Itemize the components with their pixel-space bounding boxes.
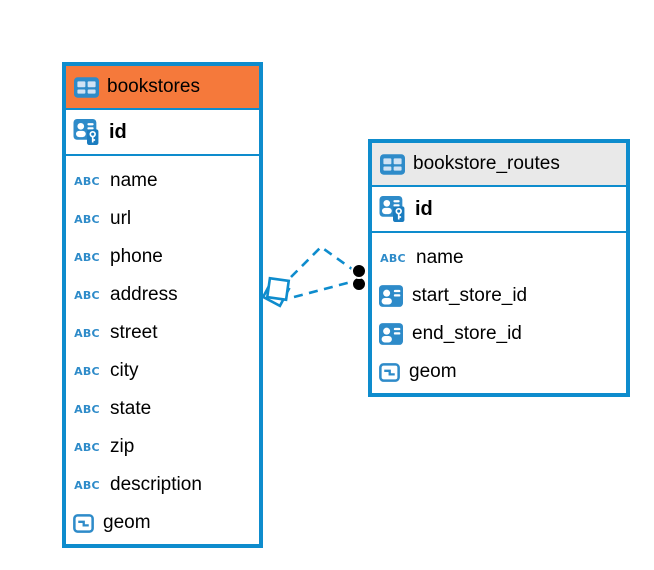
table-name: bookstores <box>107 76 200 97</box>
relationship-link-upper[interactable] <box>290 245 353 278</box>
relationship-dot-marker[interactable] <box>351 263 367 292</box>
column-name: phone <box>110 246 163 267</box>
table-card-bookstore-routes[interactable]: bookstore_routes id ABC name start_store… <box>368 139 630 397</box>
table-card-bookstores[interactable]: bookstores id ABC name ABC url ABC phone… <box>62 62 263 548</box>
column-name: name <box>110 170 158 191</box>
column-row[interactable]: end_store_id <box>372 315 626 353</box>
text-type-icon: ABC <box>74 402 100 416</box>
primary-key-icon <box>379 196 407 223</box>
text-type-icon: ABC <box>74 174 100 188</box>
column-row-id[interactable]: id <box>372 187 626 233</box>
column-name: address <box>110 284 178 305</box>
column-row[interactable]: ABC url <box>66 200 259 238</box>
relationship-diamond-marker[interactable] <box>261 276 291 308</box>
column-name: zip <box>110 436 135 457</box>
geometry-type-icon <box>73 514 94 533</box>
column-name: url <box>110 208 132 229</box>
column-list: ABC name ABC url ABC phone ABC address A… <box>66 156 259 542</box>
column-name: street <box>110 322 158 343</box>
column-row[interactable]: start_store_id <box>372 277 626 315</box>
column-row[interactable]: ABC street <box>66 314 259 352</box>
column-row[interactable]: ABC name <box>66 162 259 200</box>
table-header-bookstores[interactable]: bookstores <box>66 66 259 110</box>
column-row[interactable]: ABC name <box>372 239 626 277</box>
text-type-icon: ABC <box>74 250 100 264</box>
column-name: name <box>416 247 464 268</box>
column-row[interactable]: ABC phone <box>66 238 259 276</box>
column-row[interactable]: ABC zip <box>66 428 259 466</box>
text-type-icon: ABC <box>380 251 406 265</box>
table-icon <box>380 154 405 175</box>
text-type-icon: ABC <box>74 440 100 454</box>
column-row[interactable]: ABC address <box>66 276 259 314</box>
geometry-type-icon <box>379 363 400 382</box>
column-row[interactable]: ABC description <box>66 466 259 504</box>
column-row[interactable]: ABC state <box>66 390 259 428</box>
column-name: end_store_id <box>412 323 522 344</box>
column-row[interactable]: geom <box>372 353 626 391</box>
text-type-icon: ABC <box>74 212 100 226</box>
column-name: id <box>109 120 127 143</box>
column-list: ABC name start_store_id end_store_id geo… <box>372 233 626 391</box>
column-row[interactable]: ABC city <box>66 352 259 390</box>
primary-key-icon <box>73 119 101 146</box>
column-name: geom <box>103 512 151 533</box>
foreign-key-icon <box>379 285 403 307</box>
column-row-id[interactable]: id <box>66 110 259 156</box>
table-icon <box>74 77 99 98</box>
column-row[interactable]: geom <box>66 504 259 542</box>
text-type-icon: ABC <box>74 288 100 302</box>
relationship-link-lower[interactable] <box>293 280 352 299</box>
text-type-icon: ABC <box>74 364 100 378</box>
text-type-icon: ABC <box>74 478 100 492</box>
foreign-key-icon <box>379 323 403 345</box>
column-name: state <box>110 398 152 419</box>
text-type-icon: ABC <box>74 326 100 340</box>
column-name: start_store_id <box>412 285 528 306</box>
column-name: id <box>415 197 433 220</box>
table-name: bookstore_routes <box>413 153 560 174</box>
column-name: description <box>110 474 202 495</box>
column-name: city <box>110 360 139 381</box>
table-header-bookstore-routes[interactable]: bookstore_routes <box>372 143 626 187</box>
column-name: geom <box>409 361 457 382</box>
